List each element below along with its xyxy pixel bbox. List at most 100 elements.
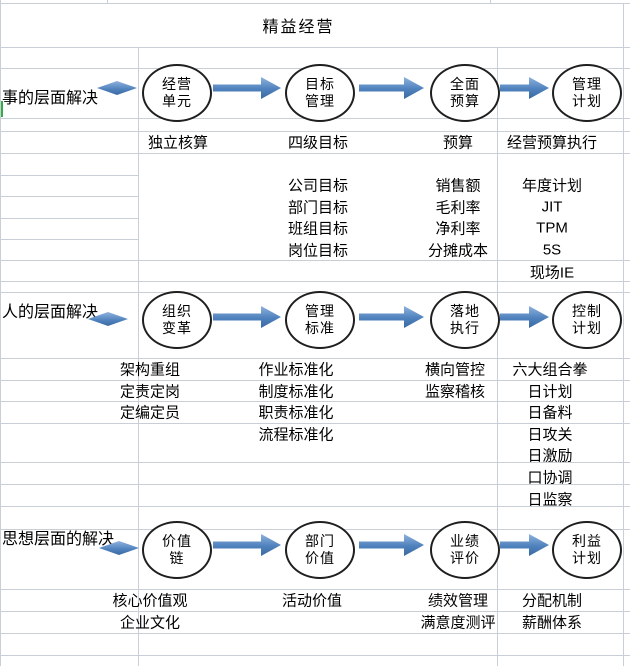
stream-label: 事的层面解决 bbox=[2, 90, 99, 107]
process-node-ellipse[interactable]: 管理标准 bbox=[285, 291, 355, 349]
process-node-ellipse[interactable]: 价值链 bbox=[142, 521, 212, 579]
process-node-text: 全面 bbox=[450, 76, 480, 92]
cell-text: 活动价值 bbox=[281, 592, 342, 610]
cell-text: 四级目标 bbox=[287, 134, 348, 152]
gridline-horizontal bbox=[0, 3, 630, 4]
cell-text: 核心价值观 bbox=[112, 592, 188, 610]
gridline-vertical bbox=[623, 3, 624, 666]
gridline-horizontal bbox=[0, 380, 630, 381]
process-node-ellipse[interactable]: 落地执行 bbox=[430, 291, 500, 349]
gridline-vertical bbox=[107, 0, 108, 3]
right-arrow-icon[interactable] bbox=[500, 306, 549, 328]
cell-text: 部门目标 bbox=[287, 199, 348, 217]
cell-text: 薪酬体系 bbox=[521, 614, 582, 632]
cell-text: JIT bbox=[541, 198, 563, 216]
cell-text: 口协调 bbox=[527, 469, 573, 487]
diamond-arrow-icon[interactable] bbox=[99, 541, 139, 555]
process-node-text: 业绩 bbox=[450, 533, 480, 549]
process-node-text: 控制 bbox=[572, 303, 602, 319]
gridline-horizontal bbox=[0, 153, 630, 154]
cell-text: 职责标准化 bbox=[258, 404, 334, 422]
gridline-vertical bbox=[490, 0, 491, 3]
gridline-horizontal bbox=[0, 506, 630, 507]
cell-text: 企业文化 bbox=[119, 614, 180, 632]
process-node-text: 链 bbox=[169, 550, 185, 566]
process-node-ellipse[interactable]: 控制计划 bbox=[552, 291, 622, 349]
process-node-ellipse[interactable]: 业绩评价 bbox=[430, 521, 500, 579]
process-node-text: 组织 bbox=[162, 303, 192, 319]
process-node-ellipse[interactable]: 利益计划 bbox=[552, 521, 622, 579]
gridline-horizontal bbox=[0, 633, 630, 634]
right-arrow-icon[interactable] bbox=[213, 306, 281, 328]
cell-text: 流程标准化 bbox=[258, 426, 334, 444]
right-arrow-icon[interactable] bbox=[500, 77, 549, 99]
gridline-horizontal bbox=[0, 196, 138, 197]
process-node-text: 管理 bbox=[572, 76, 602, 92]
gridline-horizontal bbox=[0, 484, 630, 485]
diamond-arrow-icon[interactable] bbox=[88, 312, 128, 326]
stream-label: 思想层面的解决 bbox=[2, 531, 115, 548]
gridline-horizontal bbox=[0, 260, 630, 261]
gridline-vertical bbox=[138, 47, 139, 666]
process-node-text: 价值 bbox=[162, 533, 192, 549]
process-node-text: 计划 bbox=[572, 93, 602, 109]
right-arrow-icon[interactable] bbox=[359, 306, 424, 328]
cell-text: 公司目标 bbox=[287, 177, 348, 195]
cell-text: 定责定岗 bbox=[119, 383, 180, 401]
gridline-horizontal bbox=[0, 401, 630, 402]
process-node-text: 执行 bbox=[450, 320, 480, 336]
process-node-ellipse[interactable]: 组织变革 bbox=[142, 291, 212, 349]
process-node-text: 计划 bbox=[572, 550, 602, 566]
process-node-ellipse[interactable]: 经营单元 bbox=[142, 64, 212, 122]
cell-text: 分摊成本 bbox=[427, 242, 488, 260]
right-arrow-icon[interactable] bbox=[213, 534, 281, 556]
right-arrow-icon[interactable] bbox=[359, 534, 424, 556]
gridline-horizontal bbox=[0, 47, 630, 48]
process-node-ellipse[interactable]: 全面预算 bbox=[430, 64, 500, 122]
cell-text: 日备料 bbox=[527, 404, 573, 422]
right-arrow-icon[interactable] bbox=[500, 534, 549, 556]
cell-text: 绩效管理 bbox=[427, 592, 488, 610]
cell-text: 架构重组 bbox=[119, 361, 180, 379]
sheet-title: 精益经营 bbox=[262, 19, 335, 36]
process-node-text: 单元 bbox=[162, 93, 192, 109]
process-node-text: 管理 bbox=[305, 303, 335, 319]
process-node-text: 管理 bbox=[305, 93, 335, 109]
gridline-horizontal bbox=[0, 281, 630, 282]
cell-text: 日激励 bbox=[527, 447, 573, 465]
process-node-text: 预算 bbox=[450, 93, 480, 109]
cell-text: 预算 bbox=[442, 134, 473, 152]
cell-text: 毛利率 bbox=[435, 199, 481, 217]
cell-text: 定编定员 bbox=[119, 404, 180, 422]
process-node-text: 评价 bbox=[450, 550, 480, 566]
cell-text: 作业标准化 bbox=[258, 361, 334, 379]
process-node-text: 部门 bbox=[305, 533, 335, 549]
gridline-horizontal bbox=[0, 423, 630, 424]
diamond-arrow-icon[interactable] bbox=[97, 81, 137, 95]
cell-text: 经营预算执行 bbox=[506, 134, 597, 152]
process-node-text: 经营 bbox=[162, 76, 192, 92]
cell-text: 独立核算 bbox=[147, 134, 208, 152]
cell-text: 净利率 bbox=[435, 220, 481, 238]
process-node-ellipse[interactable]: 目标管理 bbox=[285, 64, 355, 122]
gridline-horizontal bbox=[0, 589, 630, 590]
right-arrow-icon[interactable] bbox=[359, 77, 424, 99]
gridline-horizontal bbox=[0, 358, 630, 359]
process-node-text: 价值 bbox=[305, 550, 335, 566]
cell-text: 分配机制 bbox=[521, 592, 582, 610]
gridline-horizontal bbox=[0, 611, 630, 612]
right-arrow-icon[interactable] bbox=[213, 77, 281, 99]
process-node-ellipse[interactable]: 部门价值 bbox=[285, 521, 355, 579]
gridline-horizontal bbox=[0, 218, 138, 219]
cell-text: 六大组合拳 bbox=[512, 361, 588, 379]
process-node-text: 利益 bbox=[572, 533, 602, 549]
stream-label: 人的层面解决 bbox=[2, 304, 99, 321]
gridline-horizontal bbox=[0, 655, 630, 656]
process-node-text: 计划 bbox=[572, 320, 602, 336]
cell-text: 年度计划 bbox=[521, 177, 582, 195]
gridline-vertical bbox=[497, 47, 498, 666]
process-node-ellipse[interactable]: 管理计划 bbox=[552, 64, 622, 122]
cell-text: 日计划 bbox=[527, 383, 573, 401]
cell-text: 日监察 bbox=[527, 491, 573, 509]
